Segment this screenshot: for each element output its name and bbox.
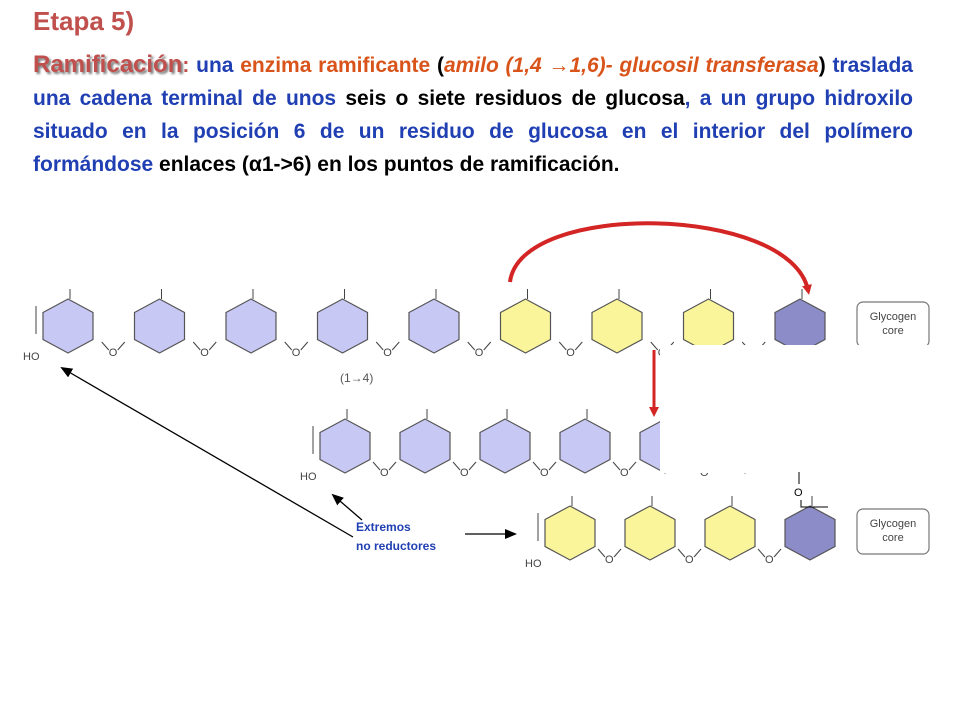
paren-close: ) (818, 54, 826, 77)
glycosidic-bond (101, 341, 110, 351)
glucose-residue (591, 298, 643, 354)
glucose-residue (319, 418, 371, 474)
pointer-arrow-middle (331, 493, 363, 521)
annotation-no-reductores: no reductores (356, 539, 436, 553)
glycosidic-bond (208, 341, 217, 351)
glycosidic-oxygen: O (380, 467, 389, 479)
text-residuos: seis o siete residuos de glucosa (345, 87, 685, 110)
glycosidic-bond (650, 341, 659, 351)
text-ramificacion-end: 1->6) en los puntos de ramificación. (261, 153, 620, 176)
glycosidic-bond (558, 341, 567, 351)
glycosidic-oxygen: O (620, 467, 629, 479)
pointer-arrow-top (60, 366, 354, 538)
glycosidic-oxygen: O (109, 347, 118, 359)
glycosidic-bond (613, 548, 622, 558)
glucose-residue (316, 298, 369, 354)
annotation-extremos: Extremos (356, 520, 411, 534)
glucose-residue (784, 505, 836, 561)
glycosidic-bond (757, 548, 766, 558)
text-enlaces: enlaces ( (159, 153, 249, 176)
glycosidic-bond (677, 548, 686, 558)
glycosidic-bond (467, 341, 476, 351)
glycogen-core-box (856, 508, 930, 555)
glucose-residue (774, 298, 826, 354)
glucose-residue (42, 298, 94, 354)
text-una: una (196, 54, 234, 77)
glycosidic-bond (612, 461, 621, 471)
glycosidic-bond (532, 461, 541, 471)
hydroxyl-end: HO (23, 351, 40, 363)
hydroxyl-end: HO (525, 558, 542, 570)
mask-area (660, 345, 960, 473)
glycosidic-bond (300, 341, 309, 351)
top-chain: HOOOOOOOOOGlycogencore (23, 289, 930, 363)
glycosidic-bond (468, 461, 477, 471)
glycosidic-oxygen: O (460, 467, 469, 479)
glucose-residue (133, 298, 186, 354)
glycogen-core-label: core (882, 532, 903, 544)
glycosidic-oxygen: O (605, 554, 614, 566)
glycosidic-bond (693, 548, 702, 558)
glycosidic-bond (117, 341, 126, 351)
glycosidic-bond (483, 341, 492, 351)
glucose-residue (408, 298, 460, 354)
glycosidic-oxygen: O (200, 347, 209, 359)
glycosidic-oxygen: O (685, 554, 694, 566)
glucose-residue (704, 505, 756, 561)
glycosidic-bond (452, 461, 461, 471)
transfer-curved-arrow (508, 221, 812, 295)
glucose-residue (499, 298, 552, 354)
branched-chain: HO O O O Glycogen core (525, 496, 930, 570)
branch-link (800, 500, 828, 508)
glycosidic-bond (548, 461, 557, 471)
term-ramificacion: Ramificación (33, 51, 183, 78)
glycogen-core-label: Glycogen (870, 311, 916, 323)
glycosidic-oxygen: O (292, 347, 301, 359)
slide-title: Etapa 5) (33, 6, 135, 36)
glucose-residue (682, 298, 735, 354)
glycosidic-oxygen: O (566, 347, 575, 359)
alpha-symbol: α (248, 153, 262, 176)
glycosidic-bond (372, 461, 381, 471)
glycosidic-bond (192, 341, 201, 351)
glycosidic-bond (597, 548, 606, 558)
glycosidic-bond (391, 341, 400, 351)
enzyme-name: amilo (1,4 →1,6)- glucosil transferasa (443, 54, 819, 77)
glycogen-core-label: core (882, 325, 903, 337)
text-hidroxilo: , a un grupo hidroxilo situado en la pos… (33, 87, 913, 176)
text-traslada: traslada una cadena terminal de unos (33, 54, 913, 110)
text-enzima-ramificante: enzima ramificante (233, 54, 437, 77)
glucose-residue (544, 505, 596, 561)
glycosidic-bond (375, 341, 384, 351)
glycosidic-bond (628, 461, 637, 471)
colon: : (182, 54, 197, 77)
glycosidic-bond (574, 341, 583, 351)
branch-oxygen: O (794, 487, 803, 499)
glycosidic-oxygen: O (540, 467, 549, 479)
paren-open: ( (436, 54, 444, 77)
glycosidic-oxygen: O (765, 554, 774, 566)
glucose-residue (225, 298, 277, 354)
glycosidic-oxygen: O (383, 347, 392, 359)
hydroxyl-end: HO (300, 471, 317, 483)
glucose-residue (559, 418, 611, 474)
glycosidic-bond (284, 341, 293, 351)
bond-label-1-4: (1→4) (340, 371, 373, 385)
description-paragraph: Ramificación: una enzima ramificante (am… (33, 48, 913, 181)
glucose-residue (624, 505, 676, 561)
glycosidic-bond (388, 461, 397, 471)
glucose-residue (479, 418, 531, 474)
glycosidic-bond (773, 548, 782, 558)
glucose-residue (399, 418, 451, 474)
glycosidic-oxygen: O (475, 347, 484, 359)
glycogen-core-label: Glycogen (870, 518, 916, 530)
